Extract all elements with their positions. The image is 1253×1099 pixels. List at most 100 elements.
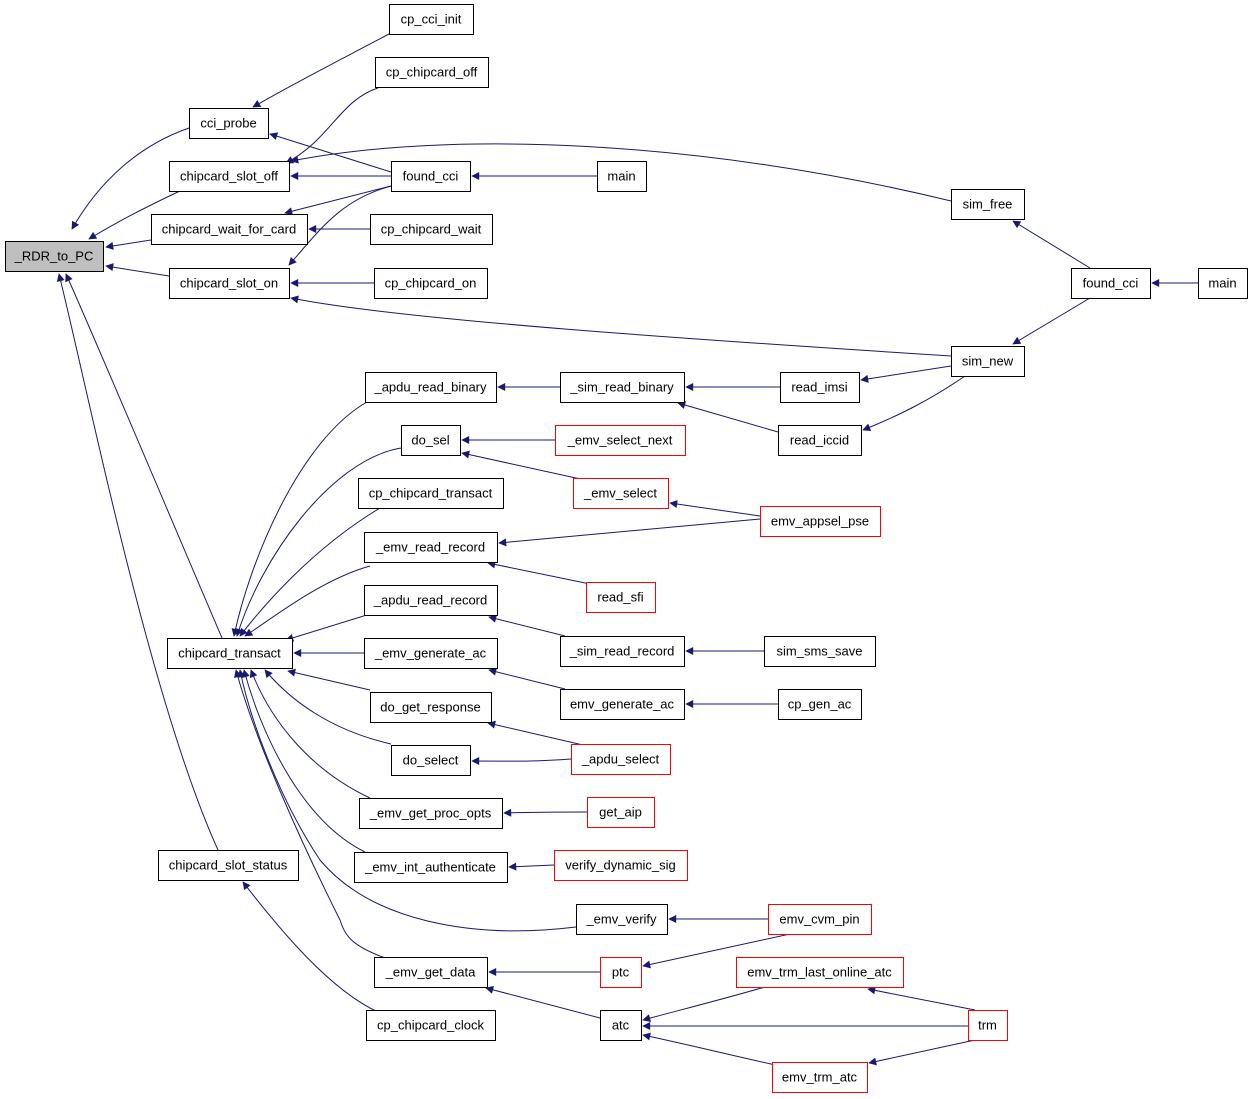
node-label: _sim_read_binary (569, 380, 674, 395)
node-emv-get-data[interactable]: _emv_get_data (374, 957, 488, 988)
edge-found-cci-b-to-sim-new (1012, 297, 1091, 345)
node-label: emv_generate_ac (570, 697, 675, 712)
edge-apdu-read-binary-to-chipcard-transact (231, 401, 368, 637)
node-label: chipcard_slot_off (180, 169, 278, 184)
node-cp-chipcard-wait[interactable]: cp_chipcard_wait (370, 214, 493, 245)
edge-do-get-response-to-chipcard-transact (287, 668, 371, 691)
node-box (364, 638, 498, 669)
edge-trm-to-emv-trm-last-online-atc (867, 986, 976, 1011)
node-box (354, 852, 508, 883)
node-box (401, 425, 461, 456)
node-label: main (1208, 276, 1236, 291)
node-sim-free[interactable]: sim_free (951, 189, 1025, 220)
node-get-aip[interactable]: get_aip (587, 797, 655, 828)
node-label: _emv_verify (585, 912, 657, 927)
node-emv-generate-ac-u[interactable]: _emv_generate_ac (364, 638, 498, 669)
node-verify-dynamic-sig[interactable]: verify_dynamic_sig (554, 850, 688, 881)
edge-emv-int-authenticate-to-chipcard-transact (241, 669, 366, 853)
edge-apdu-select-to-do-get-response (487, 720, 584, 746)
node-box (951, 346, 1025, 377)
node-emv-cvm-pin[interactable]: emv_cvm_pin (768, 904, 872, 935)
node-apdu-read-binary[interactable]: _apdu_read_binary (365, 372, 497, 403)
node-box (359, 798, 503, 829)
node-box (968, 1010, 1008, 1041)
node-box (951, 189, 1025, 220)
node-box (760, 506, 881, 537)
node-cp-chipcard-on[interactable]: cp_chipcard_on (374, 268, 488, 299)
node-do-select[interactable]: do_select (391, 745, 471, 776)
node-main-a[interactable]: main (597, 161, 647, 192)
edge-found-cci-a-to-chipcard-slot-on (288, 185, 392, 266)
node-rdr-to-pc[interactable]: _RDR_to_PC (5, 241, 104, 272)
node-box (5, 241, 104, 272)
node-box (366, 1010, 496, 1041)
node-chipcard-slot-status[interactable]: chipcard_slot_status (158, 850, 299, 881)
node-emv-trm-atc[interactable]: emv_trm_atc (772, 1062, 868, 1093)
node-box (151, 214, 308, 245)
node-trm[interactable]: trm (968, 1010, 1008, 1041)
node-box (764, 636, 876, 667)
node-label: emv_cvm_pin (779, 912, 859, 927)
edge-found-cci-a-to-cci-probe (269, 132, 392, 173)
node-box (576, 904, 668, 935)
node-cp-chipcard-off[interactable]: cp_chipcard_off (375, 57, 489, 88)
node-label: chipcard_slot_on (180, 276, 278, 291)
node-label: _emv_get_data (385, 965, 476, 980)
node-do-get-response[interactable]: do_get_response (370, 692, 492, 723)
node-main-b[interactable]: main (1198, 268, 1248, 299)
node-do-sel[interactable]: do_sel (401, 425, 461, 456)
node-box (374, 268, 488, 299)
node-sim-read-binary[interactable]: _sim_read_binary (560, 372, 685, 403)
edge-cp-chipcard-clock-to-chipcard-slot-status (242, 881, 379, 1013)
node-box (389, 4, 474, 35)
node-label: _emv_int_authenticate (364, 860, 496, 875)
node-emv-generate-ac[interactable]: emv_generate_ac (560, 689, 685, 720)
node-found-cci-a[interactable]: found_cci (391, 161, 471, 192)
node-read-iccid[interactable]: read_iccid (778, 425, 862, 456)
node-label: cp_chipcard_wait (381, 222, 482, 237)
edge-apdu-select-to-do-select (471, 757, 572, 766)
node-box (600, 957, 642, 988)
node-chipcard-slot-off[interactable]: chipcard_slot_off (169, 161, 290, 192)
node-chipcard-wait-for-card[interactable]: chipcard_wait_for_card (151, 214, 308, 245)
node-emv-get-proc-opts[interactable]: _emv_get_proc_opts (359, 798, 503, 829)
node-sim-new[interactable]: sim_new (951, 346, 1025, 377)
node-box (597, 161, 647, 192)
edge-get-aip-to-emv-get-proc-opts (503, 808, 588, 817)
node-chipcard-slot-on[interactable]: chipcard_slot_on (169, 268, 290, 299)
node-emv-trm-last-online-atc[interactable]: emv_trm_last_online_atc (736, 957, 904, 988)
node-cp-chipcard-clock[interactable]: cp_chipcard_clock (366, 1010, 496, 1041)
node-emv-select-next[interactable]: _emv_select_next (555, 425, 686, 456)
edge-sim-read-record-to-apdu-read-record (488, 614, 566, 637)
node-cci-probe[interactable]: cci_probe (189, 108, 269, 139)
node-emv-int-authenticate[interactable]: _emv_int_authenticate (354, 852, 508, 883)
edge-do-select-to-chipcard-transact (264, 669, 392, 745)
node-emv-read-record[interactable]: _emv_read_record (364, 532, 498, 563)
node-sim-sms-save[interactable]: sim_sms_save (764, 636, 876, 667)
edge-emv-appsel-pse-to-emv-read-record (498, 518, 761, 547)
node-label: _apdu_read_binary (373, 380, 487, 395)
node-cp-gen-ac[interactable]: cp_gen_ac (778, 689, 862, 720)
node-apdu-select[interactable]: _apdu_select (571, 744, 671, 775)
node-emv-select[interactable]: _emv_select (573, 478, 669, 509)
node-chipcard-transact[interactable]: chipcard_transact (167, 638, 293, 669)
node-sim-read-record[interactable]: _sim_read_record (560, 636, 685, 667)
node-ptc[interactable]: ptc (600, 957, 642, 988)
node-box (1198, 268, 1248, 299)
node-emv-appsel-pse[interactable]: emv_appsel_pse (760, 506, 881, 537)
node-apdu-read-record[interactable]: _apdu_read_record (364, 585, 498, 616)
edge-found-cci-a-to-chipcard-wait-for-card (284, 185, 392, 216)
node-cp-chipcard-transact[interactable]: cp_chipcard_transact (358, 478, 504, 509)
node-read-sfi[interactable]: read_sfi (586, 582, 656, 613)
edge-emv-trm-last-online-atc-to-atc (642, 986, 766, 1022)
node-label: _emv_generate_ac (374, 646, 487, 661)
node-emv-verify[interactable]: _emv_verify (576, 904, 668, 935)
node-atc[interactable]: atc (600, 1010, 642, 1041)
node-box (780, 372, 860, 403)
node-read-imsi[interactable]: read_imsi (780, 372, 860, 403)
node-cp-cci-init[interactable]: cp_cci_init (389, 4, 474, 35)
node-box (736, 957, 904, 988)
node-box (560, 689, 685, 720)
node-found-cci-b[interactable]: found_cci (1071, 268, 1151, 299)
